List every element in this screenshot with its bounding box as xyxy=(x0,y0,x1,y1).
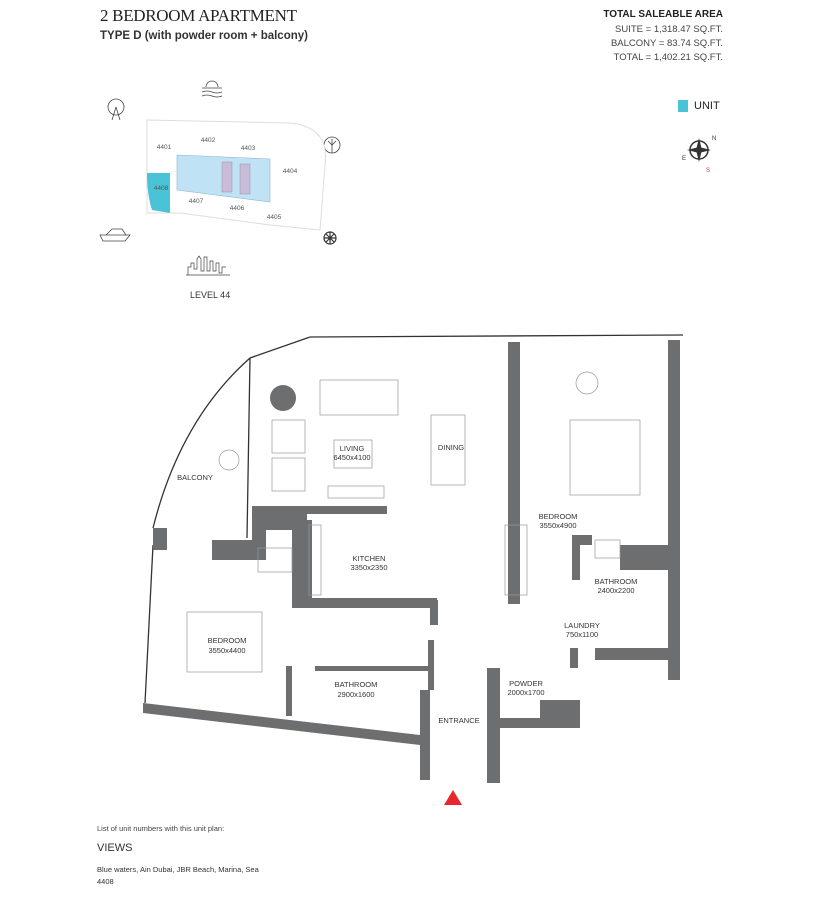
glass-facade-left xyxy=(144,544,154,704)
unit-4406-label: 4406 xyxy=(230,205,245,212)
unit-4408-highlight xyxy=(147,173,170,213)
glass-facade-diagonal xyxy=(249,336,311,359)
unit-type: TYPE D (with powder room + balcony) xyxy=(100,30,308,42)
balcony-label: BALCONY xyxy=(177,473,213,482)
bathroom-2-label: BATHROOM xyxy=(335,680,378,689)
unit-4402-label: 4402 xyxy=(201,137,216,144)
saleable-area: TOTAL SALEABLE AREA SUITE = 1,318.47 SQ.… xyxy=(603,8,723,65)
bedroom-2-size: 3550x4400 xyxy=(208,646,245,655)
views-heading: VIEWS xyxy=(97,842,133,854)
unit-4405-label: 4405 xyxy=(267,214,282,221)
unit-4403-label: 4403 xyxy=(241,145,256,152)
glass-facade-top xyxy=(309,334,684,338)
unit-swatch xyxy=(678,100,688,112)
total-area: TOTAL = 1,402.21 SQ.FT. xyxy=(613,52,723,63)
master-bathroom-label: BATHROOM xyxy=(595,577,638,586)
saleable-area-heading: TOTAL SALEABLE AREA xyxy=(603,9,723,20)
unit-numbers: 4408 xyxy=(97,877,114,886)
yacht-icon xyxy=(99,228,131,242)
svg-text:E: E xyxy=(682,156,686,162)
svg-text:N: N xyxy=(712,136,716,142)
views-list: Blue waters, Ain Dubai, JBR Beach, Marin… xyxy=(97,865,259,874)
master-bedroom-size: 3550x4900 xyxy=(539,521,576,530)
skyline-icon xyxy=(186,255,230,276)
balcony-glass xyxy=(246,357,251,539)
ain-dubai-icon xyxy=(107,98,125,121)
bathroom-2-size: 2900x1600 xyxy=(337,690,374,699)
master-bathroom-size: 2400x2200 xyxy=(597,586,634,595)
round-table xyxy=(270,385,296,411)
compass-rose-icon xyxy=(323,231,337,245)
dining-label: DINING xyxy=(438,443,464,452)
master-bedroom-label: BEDROOM xyxy=(539,512,578,521)
unit-4401-label: 4401 xyxy=(157,144,172,151)
unit-list-label: List of unit numbers with this unit plan… xyxy=(97,824,225,833)
unit-legend: UNIT xyxy=(678,100,720,112)
balcony-edge xyxy=(152,357,251,529)
unit-4407-label: 4407 xyxy=(189,198,204,205)
bedroom-2-label: BEDROOM xyxy=(208,636,247,645)
living-label: LIVING xyxy=(340,444,365,453)
walls xyxy=(143,340,680,783)
views-info: Blue waters, Ain Dubai, JBR Beach, Marin… xyxy=(97,864,259,888)
unit-legend-label: UNIT xyxy=(694,100,720,112)
laundry-size: 750x1100 xyxy=(566,630,598,639)
powder-label: POWDER xyxy=(509,679,543,688)
furniture xyxy=(186,371,641,673)
entrance-marker-icon xyxy=(444,790,462,805)
powder-size: 2000x1700 xyxy=(507,688,544,697)
kitchen-size: 3350x2350 xyxy=(350,563,387,572)
laundry-label: LAUNDRY xyxy=(564,621,600,630)
page-title: 2 BEDROOM APARTMENT xyxy=(100,6,297,25)
key-plan: 4401 4402 4403 4404 4405 4406 4407 4408 xyxy=(99,80,341,276)
balcony-area: BALCONY = 83.74 SQ.FT. xyxy=(610,38,723,49)
unit-4408-label: 4408 xyxy=(154,185,169,192)
sea-view-icon xyxy=(201,80,223,98)
kitchen-label: KITCHEN xyxy=(353,554,386,563)
suite-area: SUITE = 1,318.47 SQ.FT. xyxy=(615,24,723,35)
compass-icon: N S E xyxy=(682,136,716,174)
living-size: 6450x4100 xyxy=(333,453,370,462)
unit-4404-label: 4404 xyxy=(283,168,298,175)
svg-text:S: S xyxy=(706,168,710,174)
entrance-label: ENTRANCE xyxy=(438,716,479,725)
level-label: LEVEL 44 xyxy=(190,290,231,300)
